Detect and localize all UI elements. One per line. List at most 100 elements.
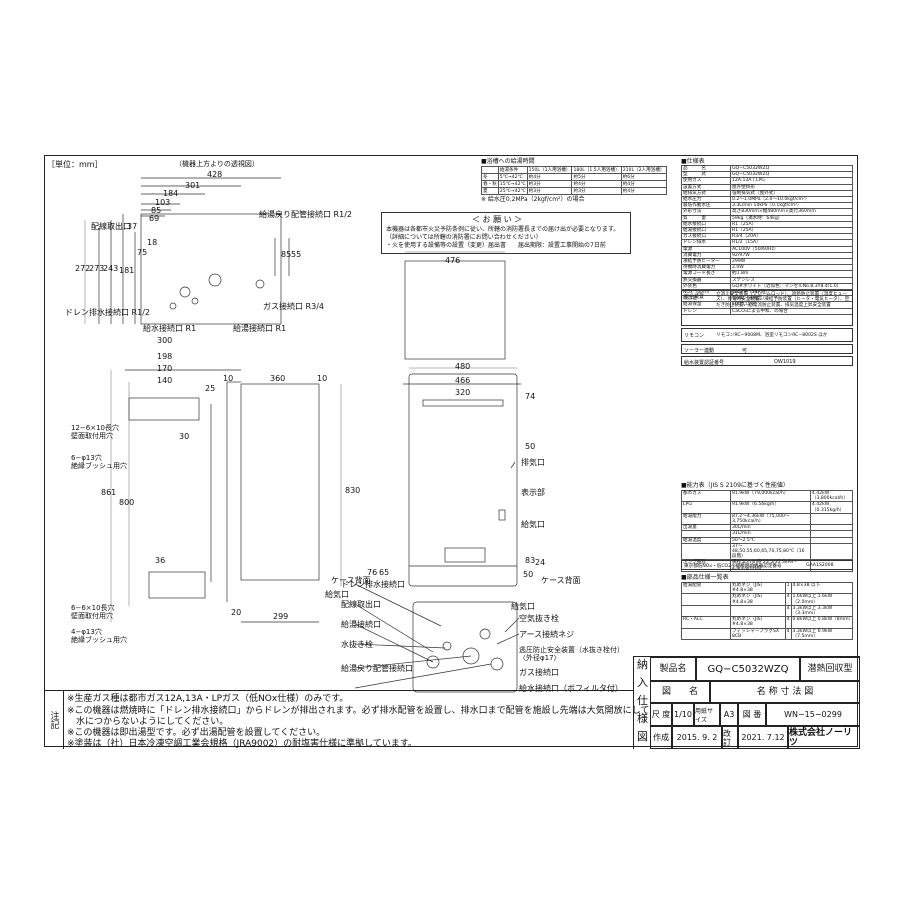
table-cell: 春・秋 — [481, 180, 499, 188]
dim-301: 301 — [185, 181, 201, 190]
unit-label: ［単位：mm］ — [47, 160, 103, 169]
top-view-caption: （機器上方よりの透視図） — [175, 160, 259, 168]
side-char: 納 — [637, 658, 648, 671]
table-cell: 丸めネジ（JIS）#4.8×38 — [730, 616, 786, 629]
table-row: 熱交換器ステンレス — [681, 276, 853, 284]
table-cell: 約5分 — [571, 173, 622, 181]
note-1: ※生産ガス種は都市ガス12A,13A・LPガス（低NOx仕様）のみです。 — [67, 694, 349, 704]
label-intake-2: 給気口 — [325, 590, 349, 599]
table-cell — [681, 627, 731, 641]
solar-label: ソーラー連動 — [684, 348, 715, 354]
notice-box: ＜ お 願 い ＞ 本機器は各都市火災予防条例に従い、所轄の消防署長までの届け出… — [381, 212, 631, 254]
dim-18: 18 — [147, 238, 158, 247]
label-drain: ドレン排水接続口 — [341, 580, 405, 589]
table-cell: 高さ830mm×幅480mm×奥行360mm — [730, 208, 853, 216]
solar-row: ソーラー連動 可 — [681, 344, 853, 354]
dim-272: 272 — [75, 264, 91, 273]
dim-75: 75 — [137, 248, 148, 257]
label-water-in: 給水接続口（ボフィルタ付） — [519, 684, 623, 693]
dim-85b: 85 — [281, 250, 292, 259]
note-3: 水につからないようにしてください。 — [67, 717, 229, 727]
table-cell — [681, 593, 731, 606]
cert-label: 給水装置認証番号 — [684, 360, 725, 366]
label-intake: 給気口 — [521, 520, 545, 529]
label-bushing-holes: 6−φ13穴 絶縁ブッシュ用穴 — [71, 454, 127, 470]
dim-140: 140 — [157, 376, 173, 385]
product-label: 製品名 — [650, 657, 696, 681]
supply-table-title: ■浴槽への給湯時間 — [481, 158, 535, 165]
label-intake-3: 給気口 — [511, 602, 535, 611]
table-cell: 5℃→42℃ — [497, 173, 528, 181]
dim-20: 20 — [231, 608, 242, 617]
dim-273: 273 — [89, 264, 105, 273]
label-wall-holes: 12−6×10長穴 壁面取付用穴 — [71, 424, 119, 440]
label-drain-pipe: ドレン排水接続口 R1/2 — [65, 308, 150, 317]
dim-198: 198 — [157, 352, 173, 361]
label-overpressure: 逃圧防止安全装置（水抜き栓付） 〈外径φ17〉 — [519, 646, 624, 662]
size-value: A3 — [720, 703, 738, 726]
drawing-no: WN−15−0299 — [766, 703, 860, 726]
table-cell: 約6分 — [620, 173, 667, 181]
label-wiring-hole: 配線取出口 — [91, 222, 131, 231]
dim-50a: 50 — [525, 442, 536, 451]
table-cell: 1.6kW以上 1.6kW（2.0mm） — [790, 593, 854, 606]
table-cell: 91.9kW（6.56kg/h） — [730, 501, 811, 514]
dim-243: 243 — [103, 264, 119, 273]
notice-line-3: ・火を使用する設備等の設置（変更）届出書 届出期限：設置工事開始の7日前 — [386, 242, 606, 249]
dim-800: 800 — [119, 498, 135, 507]
table-cell: 丸めネジ（JIS）#4.8×38 — [730, 581, 786, 595]
label-gas-port: ガス接続口 R3/4 — [263, 302, 324, 311]
label-hot-water: 給湯接続口 — [341, 620, 381, 629]
product-value: GQ−C5032WZQ — [696, 657, 800, 681]
table-cell: 3.3kW以上 6.9kW（7.5mm） — [790, 627, 854, 641]
dim-480: 480 — [455, 362, 471, 371]
dim-300: 300 — [157, 336, 173, 345]
table-row: 夏 25℃→42℃ 約3分 約3分 約4分 — [481, 187, 667, 195]
remote-text: リモコンRC−9008M、浴室リモコンRC−8002S ほか — [716, 333, 828, 338]
solar-value: 可 — [742, 348, 748, 354]
label-return-port: 給湯戻り配管接続口 R1/2 — [259, 210, 352, 219]
dim-476: 476 — [445, 256, 461, 265]
dim-65: 65 — [379, 568, 390, 577]
table-cell — [809, 512, 854, 526]
cert-value: OW1019 — [774, 359, 796, 365]
notice-line-1: 本機器は各都市火災予防条例に従い、所轄の消防署長までの届け出が必要となります。 — [386, 226, 620, 233]
table-cell: 夏 — [481, 187, 499, 195]
table-row: 春・秋 15℃→42℃ 約3分 約4分 約4分 — [481, 180, 667, 188]
spec-title: ■仕様表 — [681, 158, 705, 165]
table-cell: 15℃→42℃ — [497, 180, 528, 188]
table-cell: 87.2〜4.36kW（75,000〜3,750kcal/h） — [730, 512, 811, 526]
table-cell: 0.8kW以上 0.8kW（8mm） — [790, 616, 853, 629]
table-cell — [681, 604, 731, 618]
note-4: ※この機器は即出湯型です。必ず出湯配管を設置してください。 — [67, 728, 326, 738]
dim-50b: 50 — [523, 570, 534, 579]
remote-title: リモコン — [684, 333, 705, 339]
cert-row: 給水装置認証番号 OW1019 — [681, 356, 853, 366]
table-cell: 約4分 — [526, 173, 573, 181]
notes-box: 注記 ※生産ガス種は都市ガス12A,13A・LPガス（低NOx仕様）のみです。 … — [45, 690, 649, 749]
side-char: 入 — [637, 676, 648, 689]
title-block-side: 納 入 仕 様 図 — [634, 657, 651, 749]
table-cell: 299W — [730, 258, 853, 266]
table-row: 37〜48,50,55,60,65,70,75,80℃（16段階） — [681, 542, 854, 561]
title-block: 納 入 仕 様 図 製品名 GQ−C5032WZQ 潜熱回収型 図 名 名 称 … — [633, 656, 860, 749]
dim-466: 466 — [455, 376, 471, 385]
note-2: ※この機器は燃焼時に「ドレン排水接続口」からドレンが排出されます。必ず排水配管を… — [67, 706, 650, 716]
table-cell: 約4分 — [620, 180, 667, 188]
table-cell: 37〜48,50,55,60,65,70,75,80℃（16段階） — [730, 542, 811, 561]
label-water-plug: 水抜き栓 — [341, 640, 373, 649]
supply-time-table: 給湯条件 150L（1人用浴槽） 180L（1.5人用浴槽） 210L（2人用浴… — [481, 166, 667, 195]
revised-date: 2021. 7.12 — [738, 726, 788, 749]
dim-top-width: 428 — [207, 170, 223, 179]
table-cell: 約4分 — [620, 187, 667, 195]
scale-value: 1/10 — [672, 703, 694, 726]
notice-line-2: （詳細については所轄の消防署にお問い合わせください） — [386, 234, 542, 241]
note-5: ※塗装は（社）日本冷凍空調工業会規格（JRA9002）の耐塩害仕様に準拠していま… — [67, 739, 417, 749]
dim-24: 24 — [535, 558, 546, 567]
